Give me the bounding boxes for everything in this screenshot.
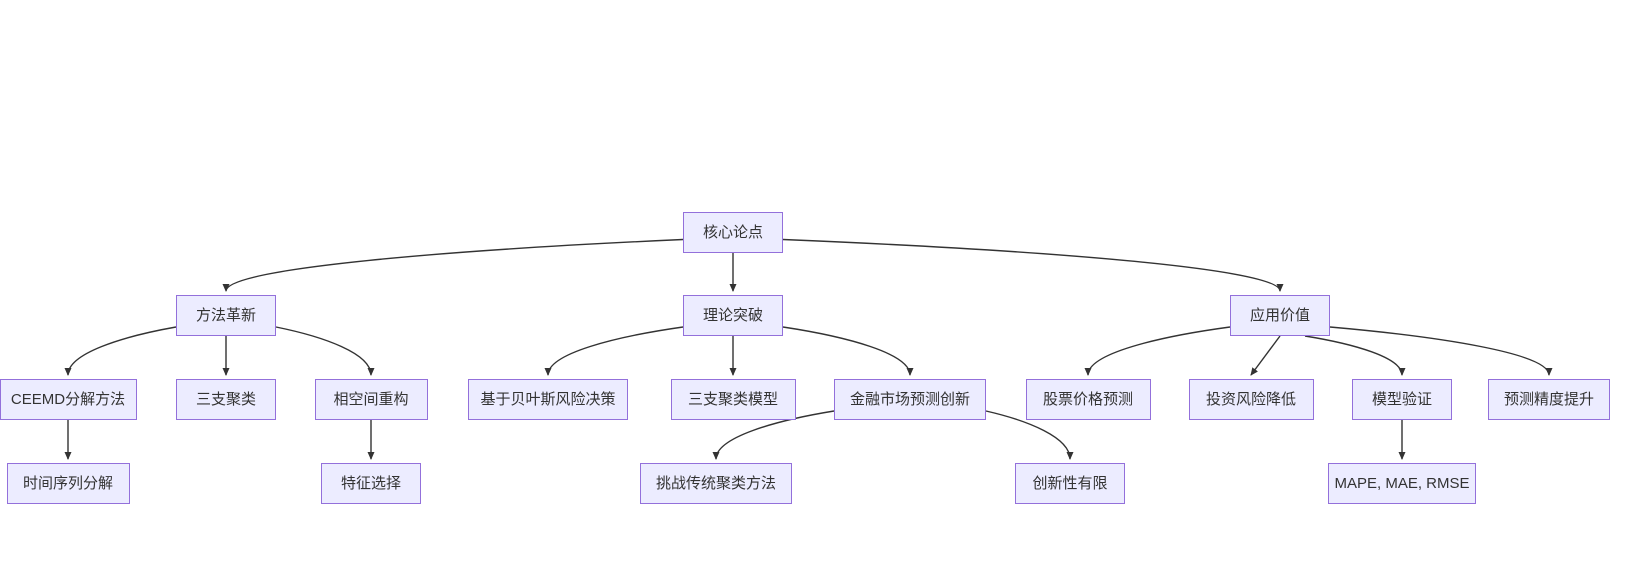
node-application: 应用价值: [1230, 295, 1330, 336]
node-invest: 投资风险降低: [1188, 379, 1314, 420]
node-core: 核心论点: [683, 212, 783, 253]
node-precision: 预测精度提升: [1488, 379, 1610, 420]
node-model-val: 模型验证: [1352, 379, 1452, 420]
node-finance: 金融市场预测创新: [834, 379, 986, 420]
node-feature: 特征选择: [321, 463, 421, 504]
node-label: 方法革新: [195, 307, 256, 324]
edge-application-to-precision: [1329, 326, 1553, 376]
node-label: 基于贝叶斯风险决策: [480, 391, 616, 408]
node-three-way-model: 三支聚类模型: [670, 379, 796, 420]
node-label: 相空间重构: [333, 391, 409, 408]
node-mape: MAPE, MAE, RMSE: [1328, 463, 1476, 504]
node-theory: 理论突破: [683, 295, 783, 336]
edge-method-to-ceemd: [64, 326, 177, 376]
node-label: 时间序列分解: [22, 475, 113, 492]
node-ceemd: CEEMD分解方法: [0, 379, 137, 420]
edge-application-to-model-val: [1304, 335, 1406, 376]
node-label: 预测精度提升: [1503, 391, 1594, 408]
edge-core-to-method: [222, 238, 684, 292]
node-label: 创新性有限: [1032, 475, 1108, 492]
node-challenge: 挑战传统聚类方法: [640, 463, 792, 504]
node-three-way: 三支聚类: [176, 379, 276, 420]
node-label: 投资风险降低: [1205, 391, 1296, 408]
edge-application-to-invest: [1250, 335, 1281, 376]
edge-method-to-phase: [275, 326, 375, 376]
node-innovation: 创新性有限: [1015, 463, 1125, 504]
node-label: 挑战传统聚类方法: [655, 475, 776, 492]
edge-core-to-application: [782, 238, 1284, 292]
node-label: MAPE, MAE, RMSE: [1334, 475, 1470, 492]
node-label: 三支聚类: [195, 391, 256, 408]
node-label: 应用价值: [1249, 307, 1310, 324]
node-label: 金融市场预测创新: [849, 391, 970, 408]
node-label: 理论突破: [702, 307, 763, 324]
node-label: 模型验证: [1371, 391, 1432, 408]
node-stock: 股票价格预测: [1025, 379, 1151, 420]
node-label: 股票价格预测: [1042, 391, 1133, 408]
edge-finance-to-innovation: [985, 410, 1074, 460]
node-label: CEEMD分解方法: [10, 391, 126, 408]
edge-application-to-stock: [1084, 326, 1231, 376]
edge-theory-to-finance: [782, 326, 914, 376]
node-phase: 相空间重构: [314, 379, 428, 420]
node-time-series: 时间序列分解: [6, 463, 130, 504]
edge-theory-to-bayes: [544, 326, 684, 376]
edge-finance-to-challenge: [712, 410, 835, 460]
node-label: 特征选择: [340, 475, 401, 492]
node-method: 方法革新: [176, 295, 276, 336]
node-bayes: 基于贝叶斯风险决策: [468, 379, 628, 420]
node-label: 三支聚类模型: [687, 391, 778, 408]
node-label: 核心论点: [702, 224, 763, 241]
